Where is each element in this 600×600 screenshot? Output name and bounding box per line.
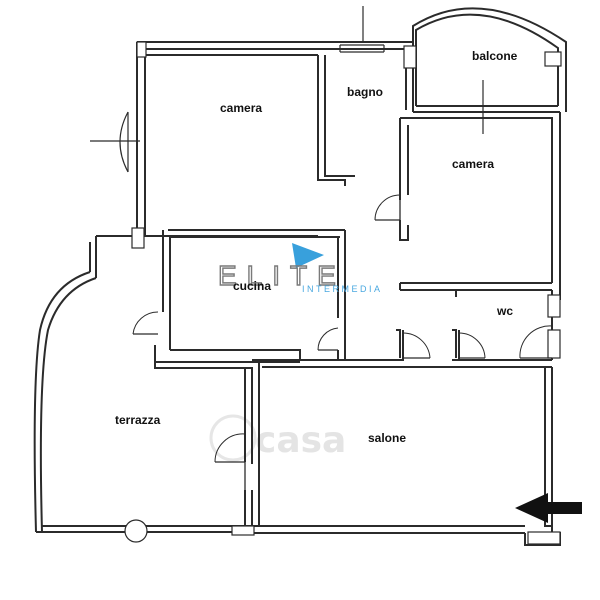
- logo-sub-text: INTERMEDIA: [302, 284, 383, 294]
- logo-main-text: ELITE: [218, 260, 346, 291]
- entrance-arrow: [515, 493, 582, 523]
- room-label-wc: wc: [496, 304, 513, 318]
- doors: [132, 194, 553, 490]
- room-label-camera: camera: [220, 101, 262, 115]
- agency-logo: ELITE INTERMEDIA: [217, 243, 383, 294]
- room-labels: camera bagno balcone camera cucina wc te…: [115, 49, 518, 445]
- watermark-text: casa: [255, 420, 346, 461]
- watermark: casa: [209, 414, 346, 462]
- room-label-camera-2: camera: [452, 157, 494, 171]
- room-label-bagno: bagno: [347, 85, 383, 99]
- room-label-balcone: balcone: [472, 49, 518, 63]
- room-label-terrazza: terrazza: [115, 413, 161, 427]
- room-label-salone: salone: [368, 431, 406, 445]
- wall-details: [90, 6, 562, 545]
- logo-triangle-icon: [292, 243, 324, 268]
- room-label-cucina: cucina: [233, 279, 271, 293]
